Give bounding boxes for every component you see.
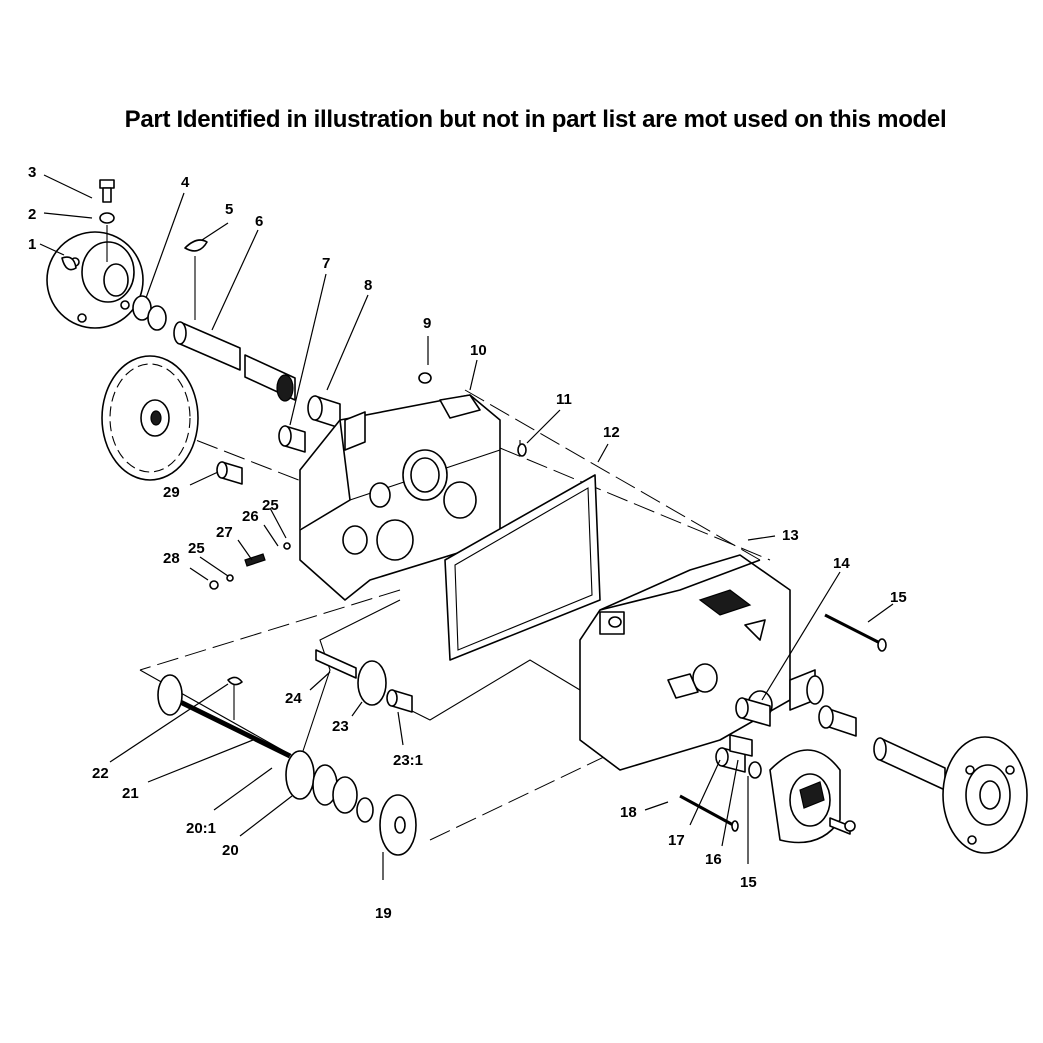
right-bushings-and-bolt bbox=[735, 613, 887, 737]
callout-20-1: 20:1 bbox=[186, 820, 216, 837]
left-gearcase-housing bbox=[299, 372, 527, 601]
callout-1: 1 bbox=[28, 236, 36, 253]
callout-12: 12 bbox=[603, 424, 620, 441]
callout-10: 10 bbox=[470, 342, 487, 359]
callout-25-lower: 25 bbox=[188, 540, 205, 557]
callout-3: 3 bbox=[28, 164, 36, 181]
bearing-seal-bolt-parts bbox=[679, 734, 762, 832]
callout-19: 19 bbox=[375, 905, 392, 922]
diagram-title: Part Identified in illustration but not … bbox=[124, 106, 947, 133]
right-gearcase-housing bbox=[579, 554, 824, 771]
callout-14: 14 bbox=[833, 555, 850, 572]
callout-16: 16 bbox=[705, 851, 722, 868]
callout-21: 21 bbox=[122, 785, 139, 802]
pulley-part bbox=[101, 355, 243, 485]
detent-spring-ball-parts bbox=[209, 542, 291, 590]
callout-15-upper: 15 bbox=[890, 589, 907, 606]
gasket-part bbox=[444, 474, 601, 661]
callout-18: 18 bbox=[620, 804, 637, 821]
callout-labels: 3 2 1 4 5 6 7 8 9 10 11 12 13 14 15 15 1… bbox=[28, 164, 907, 922]
callout-4: 4 bbox=[181, 174, 190, 191]
leader-lines bbox=[39, 174, 894, 880]
callout-13: 13 bbox=[782, 527, 799, 544]
callout-23: 23 bbox=[332, 718, 349, 735]
bolt-and-washer-part bbox=[99, 179, 115, 262]
callout-25-upper: 25 bbox=[262, 497, 279, 514]
right-output-shaft-flange bbox=[873, 736, 1028, 854]
callout-17: 17 bbox=[668, 832, 685, 849]
flange-hub-part bbox=[46, 231, 144, 329]
countershaft-gear-cluster bbox=[157, 649, 417, 856]
callout-23-1: 23:1 bbox=[393, 752, 423, 769]
callout-7: 7 bbox=[322, 255, 330, 272]
callout-26: 26 bbox=[242, 508, 259, 525]
callout-27: 27 bbox=[216, 524, 233, 541]
callout-6: 6 bbox=[255, 213, 263, 230]
right-cover-bracket bbox=[769, 749, 856, 844]
woodruff-key-part bbox=[184, 239, 208, 320]
callout-11: 11 bbox=[556, 391, 572, 408]
callout-24: 24 bbox=[285, 690, 302, 707]
snap-rings-part bbox=[132, 295, 167, 331]
callout-2: 2 bbox=[28, 206, 36, 223]
callout-15-lower: 15 bbox=[740, 874, 757, 891]
callout-5: 5 bbox=[225, 201, 233, 218]
callout-22: 22 bbox=[92, 765, 109, 782]
callout-9: 9 bbox=[423, 315, 431, 332]
callout-8: 8 bbox=[364, 277, 372, 294]
callout-28: 28 bbox=[163, 550, 180, 567]
callout-29: 29 bbox=[163, 484, 180, 501]
callout-20: 20 bbox=[222, 842, 239, 859]
splined-shaft-part bbox=[173, 321, 296, 402]
